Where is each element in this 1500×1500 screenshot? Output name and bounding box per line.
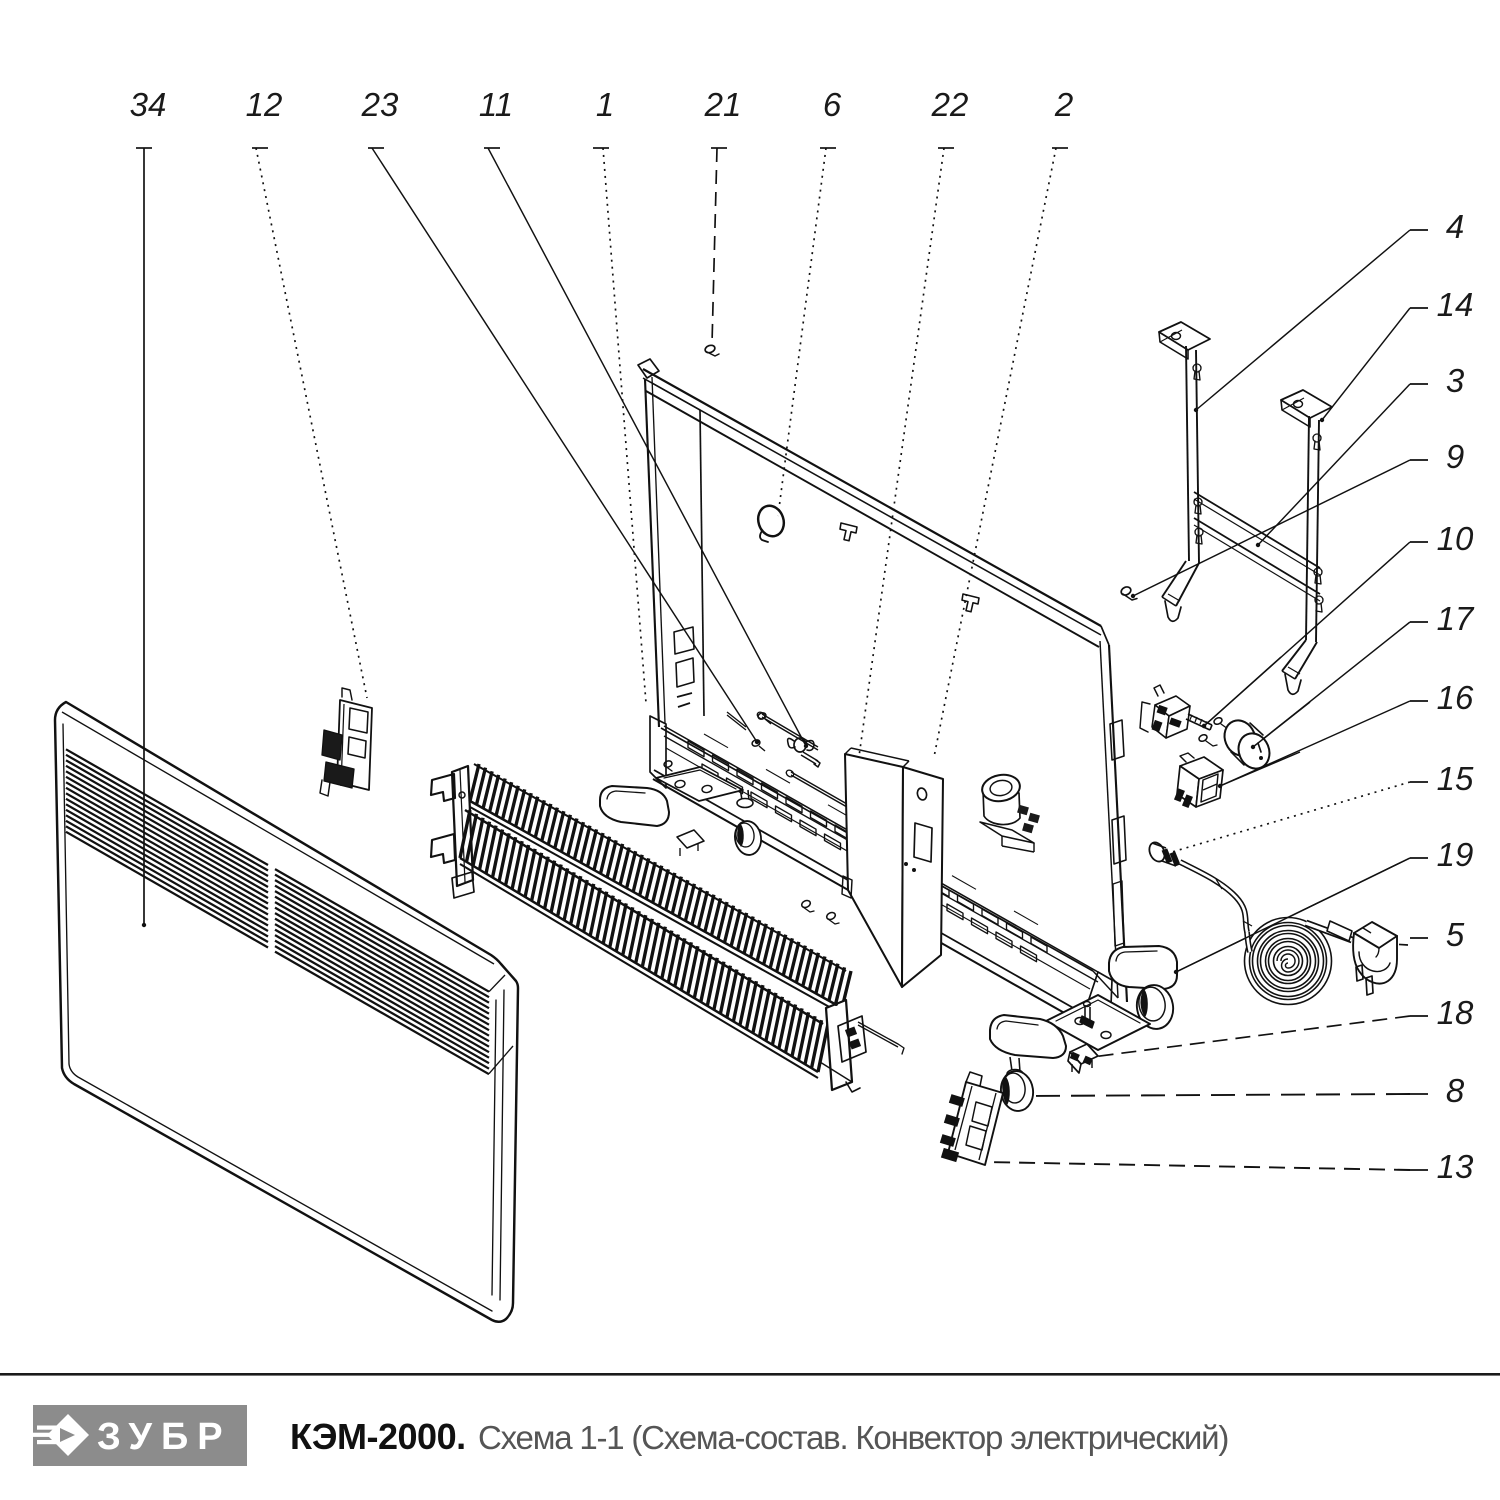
svg-text:18: 18 <box>1437 994 1474 1031</box>
svg-text:5: 5 <box>1446 916 1465 953</box>
svg-text:11: 11 <box>479 86 513 123</box>
svg-text:22: 22 <box>931 86 969 123</box>
svg-text:2: 2 <box>1054 86 1073 123</box>
svg-text:3: 3 <box>1446 362 1465 399</box>
svg-text:4: 4 <box>1446 208 1464 245</box>
svg-text:19: 19 <box>1437 836 1474 873</box>
svg-text:12: 12 <box>246 86 283 123</box>
svg-text:ЗУБР: ЗУБР <box>97 1416 232 1458</box>
svg-text:23: 23 <box>361 86 399 123</box>
svg-text:34: 34 <box>130 86 167 123</box>
svg-text:КЭМ-2000.: КЭМ-2000. <box>290 1416 466 1457</box>
svg-text:8: 8 <box>1446 1072 1465 1109</box>
svg-text:10: 10 <box>1437 520 1474 557</box>
svg-text:14: 14 <box>1437 286 1474 323</box>
svg-text:17: 17 <box>1437 600 1475 637</box>
svg-text:1: 1 <box>596 86 614 123</box>
svg-text:16: 16 <box>1437 679 1474 716</box>
svg-text:Схема 1-1 (Схема-состав. Конве: Схема 1-1 (Схема-состав. Конвектор элект… <box>478 1419 1228 1456</box>
svg-text:6: 6 <box>823 86 842 123</box>
svg-text:9: 9 <box>1446 438 1464 475</box>
svg-text:15: 15 <box>1437 760 1474 797</box>
svg-text:21: 21 <box>704 86 742 123</box>
svg-text:13: 13 <box>1437 1148 1474 1185</box>
